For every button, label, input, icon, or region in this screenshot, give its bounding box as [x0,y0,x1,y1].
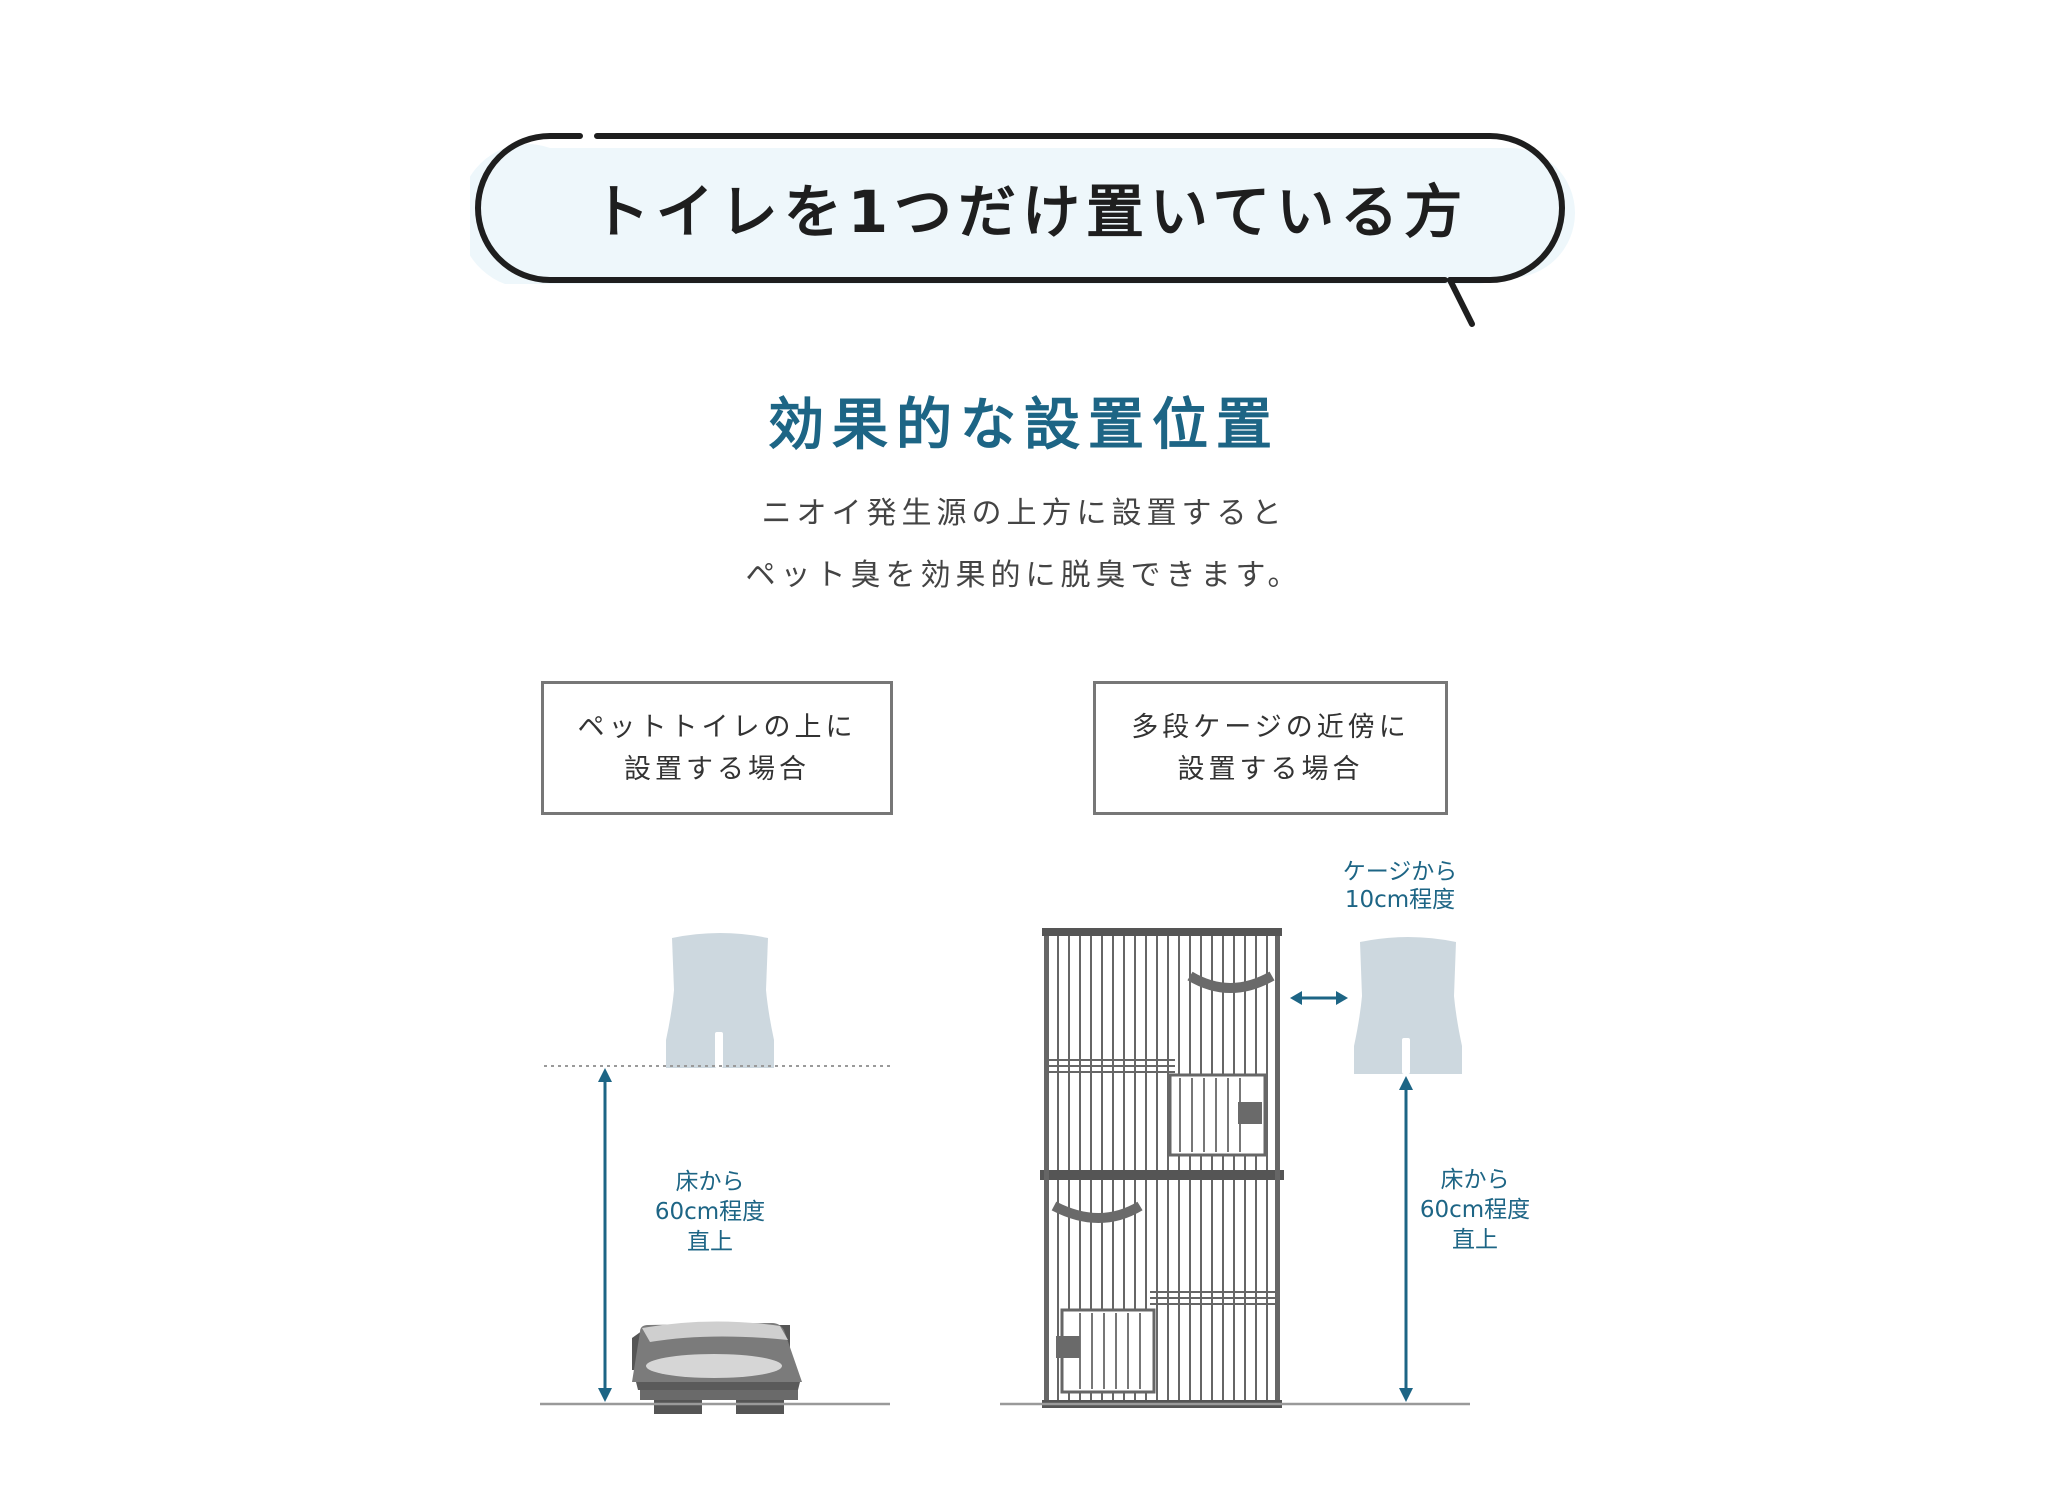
litter-box-icon [632,1321,802,1414]
speech-bubble [470,133,1575,327]
left-height-note: 床から 60cm程度 直上 [610,1167,810,1257]
lead-line-2: ペット臭を効果的に脱臭できます。 [745,558,1303,593]
right-note-line-3: 直上 [1452,1227,1498,1253]
double-arrow-icon [1290,991,1348,1005]
right-label-line-2: 設置する場合 [1177,754,1364,785]
lead-text: ニオイ発生源の上方に設置すると ペット臭を効果的に脱臭できます。 [524,483,1524,607]
deodorizer-icon [1354,937,1462,1074]
right-diagram [1000,928,1470,1408]
right-label-line-1: 多段ケージの近傍に [1131,712,1410,743]
left-note-line-1: 床から [675,1169,745,1195]
left-label-line-2: 設置する場合 [624,754,810,785]
left-note-line-2: 60cm程度 [654,1199,766,1225]
section-heading: 効果的な設置位置 [768,393,1280,458]
height-arrow [1399,1076,1413,1402]
bubble-title: トイレを1つだけ置いている方 [591,178,1469,246]
cage-note-line-1: ケージから [1342,859,1458,885]
cage-distance-note: ケージから 10cm程度 [1290,858,1510,914]
left-label-box: ペットトイレの上に 設置する場合 [541,681,893,815]
right-note-line-2: 60cm程度 [1419,1197,1531,1223]
lead-line-1: ニオイ発生源の上方に設置すると [761,496,1287,531]
left-diagram [540,933,890,1414]
right-note-line-1: 床から [1440,1167,1510,1193]
right-label-box: 多段ケージの近傍に 設置する場合 [1093,681,1448,815]
right-height-note: 床から 60cm程度 直上 [1375,1165,1575,1255]
cage-note-line-2: 10cm程度 [1344,887,1456,913]
left-label-line-1: ペットトイレの上に [577,712,857,743]
left-note-line-3: 直上 [687,1229,733,1255]
deodorizer-icon [666,933,774,1068]
cat-cage-icon [1040,928,1284,1408]
height-arrow [598,1068,612,1402]
